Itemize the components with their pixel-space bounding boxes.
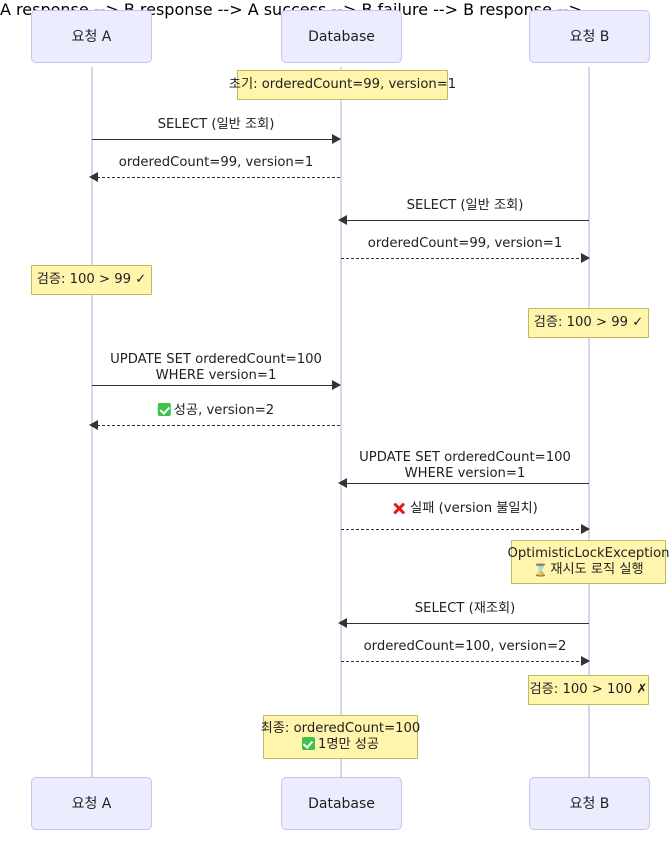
lifeline-request-b: [588, 67, 590, 777]
note-exception-line-1: OptimisticLockException: [507, 546, 670, 561]
message-label-update-a-response-text: 성공, version=2: [173, 403, 275, 418]
note-final-line-2: 1명만 성공: [317, 737, 380, 752]
arrow-head-left-select-b: [338, 214, 347, 225]
note-optimistic-lock-exception: OptimisticLockException ⌛재시도 로직 실행: [507, 540, 670, 584]
message-label-update-a-line-2: WHERE version=1: [155, 368, 277, 383]
actor-box-request-b-bottom[interactable]: 요청 B: [529, 777, 650, 830]
arrow-head-left-update-a-response: [89, 419, 98, 430]
message-label-update-a-response: 성공, version=2: [157, 403, 275, 419]
note-exception-line-2-wrap: ⌛재시도 로직 실행: [533, 562, 643, 578]
check-badge-icon-final: [301, 737, 315, 750]
message-line-select-b: [341, 220, 589, 221]
message-label-update-b-line-2: WHERE version=1: [404, 466, 526, 481]
actor-box-database-bottom[interactable]: Database: [281, 777, 402, 830]
arrow-head-left-reselect-b: [338, 617, 347, 628]
arrow-head-right-select-a: [332, 133, 341, 144]
message-line-select-a: [92, 139, 340, 140]
arrow-head-right-reselect-b-response: [581, 655, 590, 666]
message-label-reselect-b: SELECT (재조회): [414, 601, 516, 616]
note-verify-request-a: 검증: 100 > 99 ✓: [31, 265, 152, 295]
message-label-select-a-response: orderedCount=99, version=1: [118, 155, 314, 170]
note-exception-line-2: 재시도 로직 실행: [550, 562, 644, 577]
arrow-head-right-update-a: [332, 379, 341, 390]
message-label-update-a: UPDATE SET orderedCount=100 WHERE versio…: [110, 352, 322, 384]
actor-label-request-b-top: 요청 B: [569, 28, 610, 45]
message-label-select-b-response: orderedCount=99, version=1: [367, 236, 563, 251]
message-line-update-b-response: [341, 529, 589, 530]
message-line-select-a-response: [92, 177, 340, 178]
arrow-head-left-update-b: [338, 477, 347, 488]
message-line-update-a: [92, 385, 340, 386]
message-line-select-b-response: [341, 258, 589, 259]
actor-box-request-a-bottom[interactable]: 요청 A: [31, 777, 152, 830]
actor-label-database-bottom: Database: [308, 795, 375, 812]
note-final-line-1: 최종: orderedCount=100: [260, 721, 421, 736]
actor-label-request-b-bottom: 요청 B: [569, 795, 610, 812]
message-label-update-b-response: 실패 (version 불일치): [392, 501, 538, 517]
actor-label-request-a-bottom: 요청 A: [71, 795, 112, 812]
message-label-select-a: SELECT (일반 조회): [157, 117, 275, 132]
actor-label-database-top: Database: [308, 28, 375, 45]
note-verify-request-b: 검증: 100 > 99 ✓: [528, 308, 649, 338]
cross-mark-icon: [392, 501, 406, 515]
arrow-head-right-select-b-response: [581, 252, 590, 263]
arrow-head-right-update-b-response: [581, 523, 590, 534]
lifeline-database: [340, 67, 342, 777]
message-label-update-b-response-text: 실패 (version 불일치): [410, 501, 538, 516]
message-label-update-b: UPDATE SET orderedCount=100 WHERE versio…: [359, 450, 571, 482]
message-label-select-b: SELECT (일반 조회): [406, 198, 524, 213]
note-verify-request-b-second-line-1: 검증: 100 > 100 ✗: [529, 682, 648, 697]
message-label-reselect-b-response: orderedCount=100, version=2: [363, 639, 567, 654]
message-line-reselect-b: [341, 623, 589, 624]
arrow-head-left-select-a-response: [89, 171, 98, 182]
note-final-line-2-wrap: 1명만 성공: [301, 737, 380, 753]
message-line-reselect-b-response: [341, 661, 589, 662]
note-initial-state: 초기: orderedCount=99, version=1: [229, 70, 456, 100]
message-label-update-a-line-1: UPDATE SET orderedCount=100: [110, 352, 322, 367]
note-verify-request-b-second: 검증: 100 > 100 ✗: [528, 675, 649, 705]
message-line-update-b: [341, 483, 589, 484]
actor-box-database-top[interactable]: Database: [281, 10, 402, 63]
message-line-update-a-response: [92, 425, 340, 426]
actor-box-request-b-top[interactable]: 요청 B: [529, 10, 650, 63]
hourglass-icon: ⌛: [533, 563, 549, 577]
note-verify-request-a-line-1: 검증: 100 > 99 ✓: [36, 272, 147, 287]
message-label-update-b-line-1: UPDATE SET orderedCount=100: [359, 450, 571, 465]
check-badge-icon: [157, 403, 171, 416]
actor-box-request-a-top[interactable]: 요청 A: [31, 10, 152, 63]
note-initial-line-1: 초기: orderedCount=99, version=1: [228, 77, 457, 92]
note-verify-request-b-line-1: 검증: 100 > 99 ✓: [533, 315, 644, 330]
note-final-state: 최종: orderedCount=100 1명만 성공: [260, 715, 421, 759]
actor-label-request-a-top: 요청 A: [71, 28, 112, 45]
